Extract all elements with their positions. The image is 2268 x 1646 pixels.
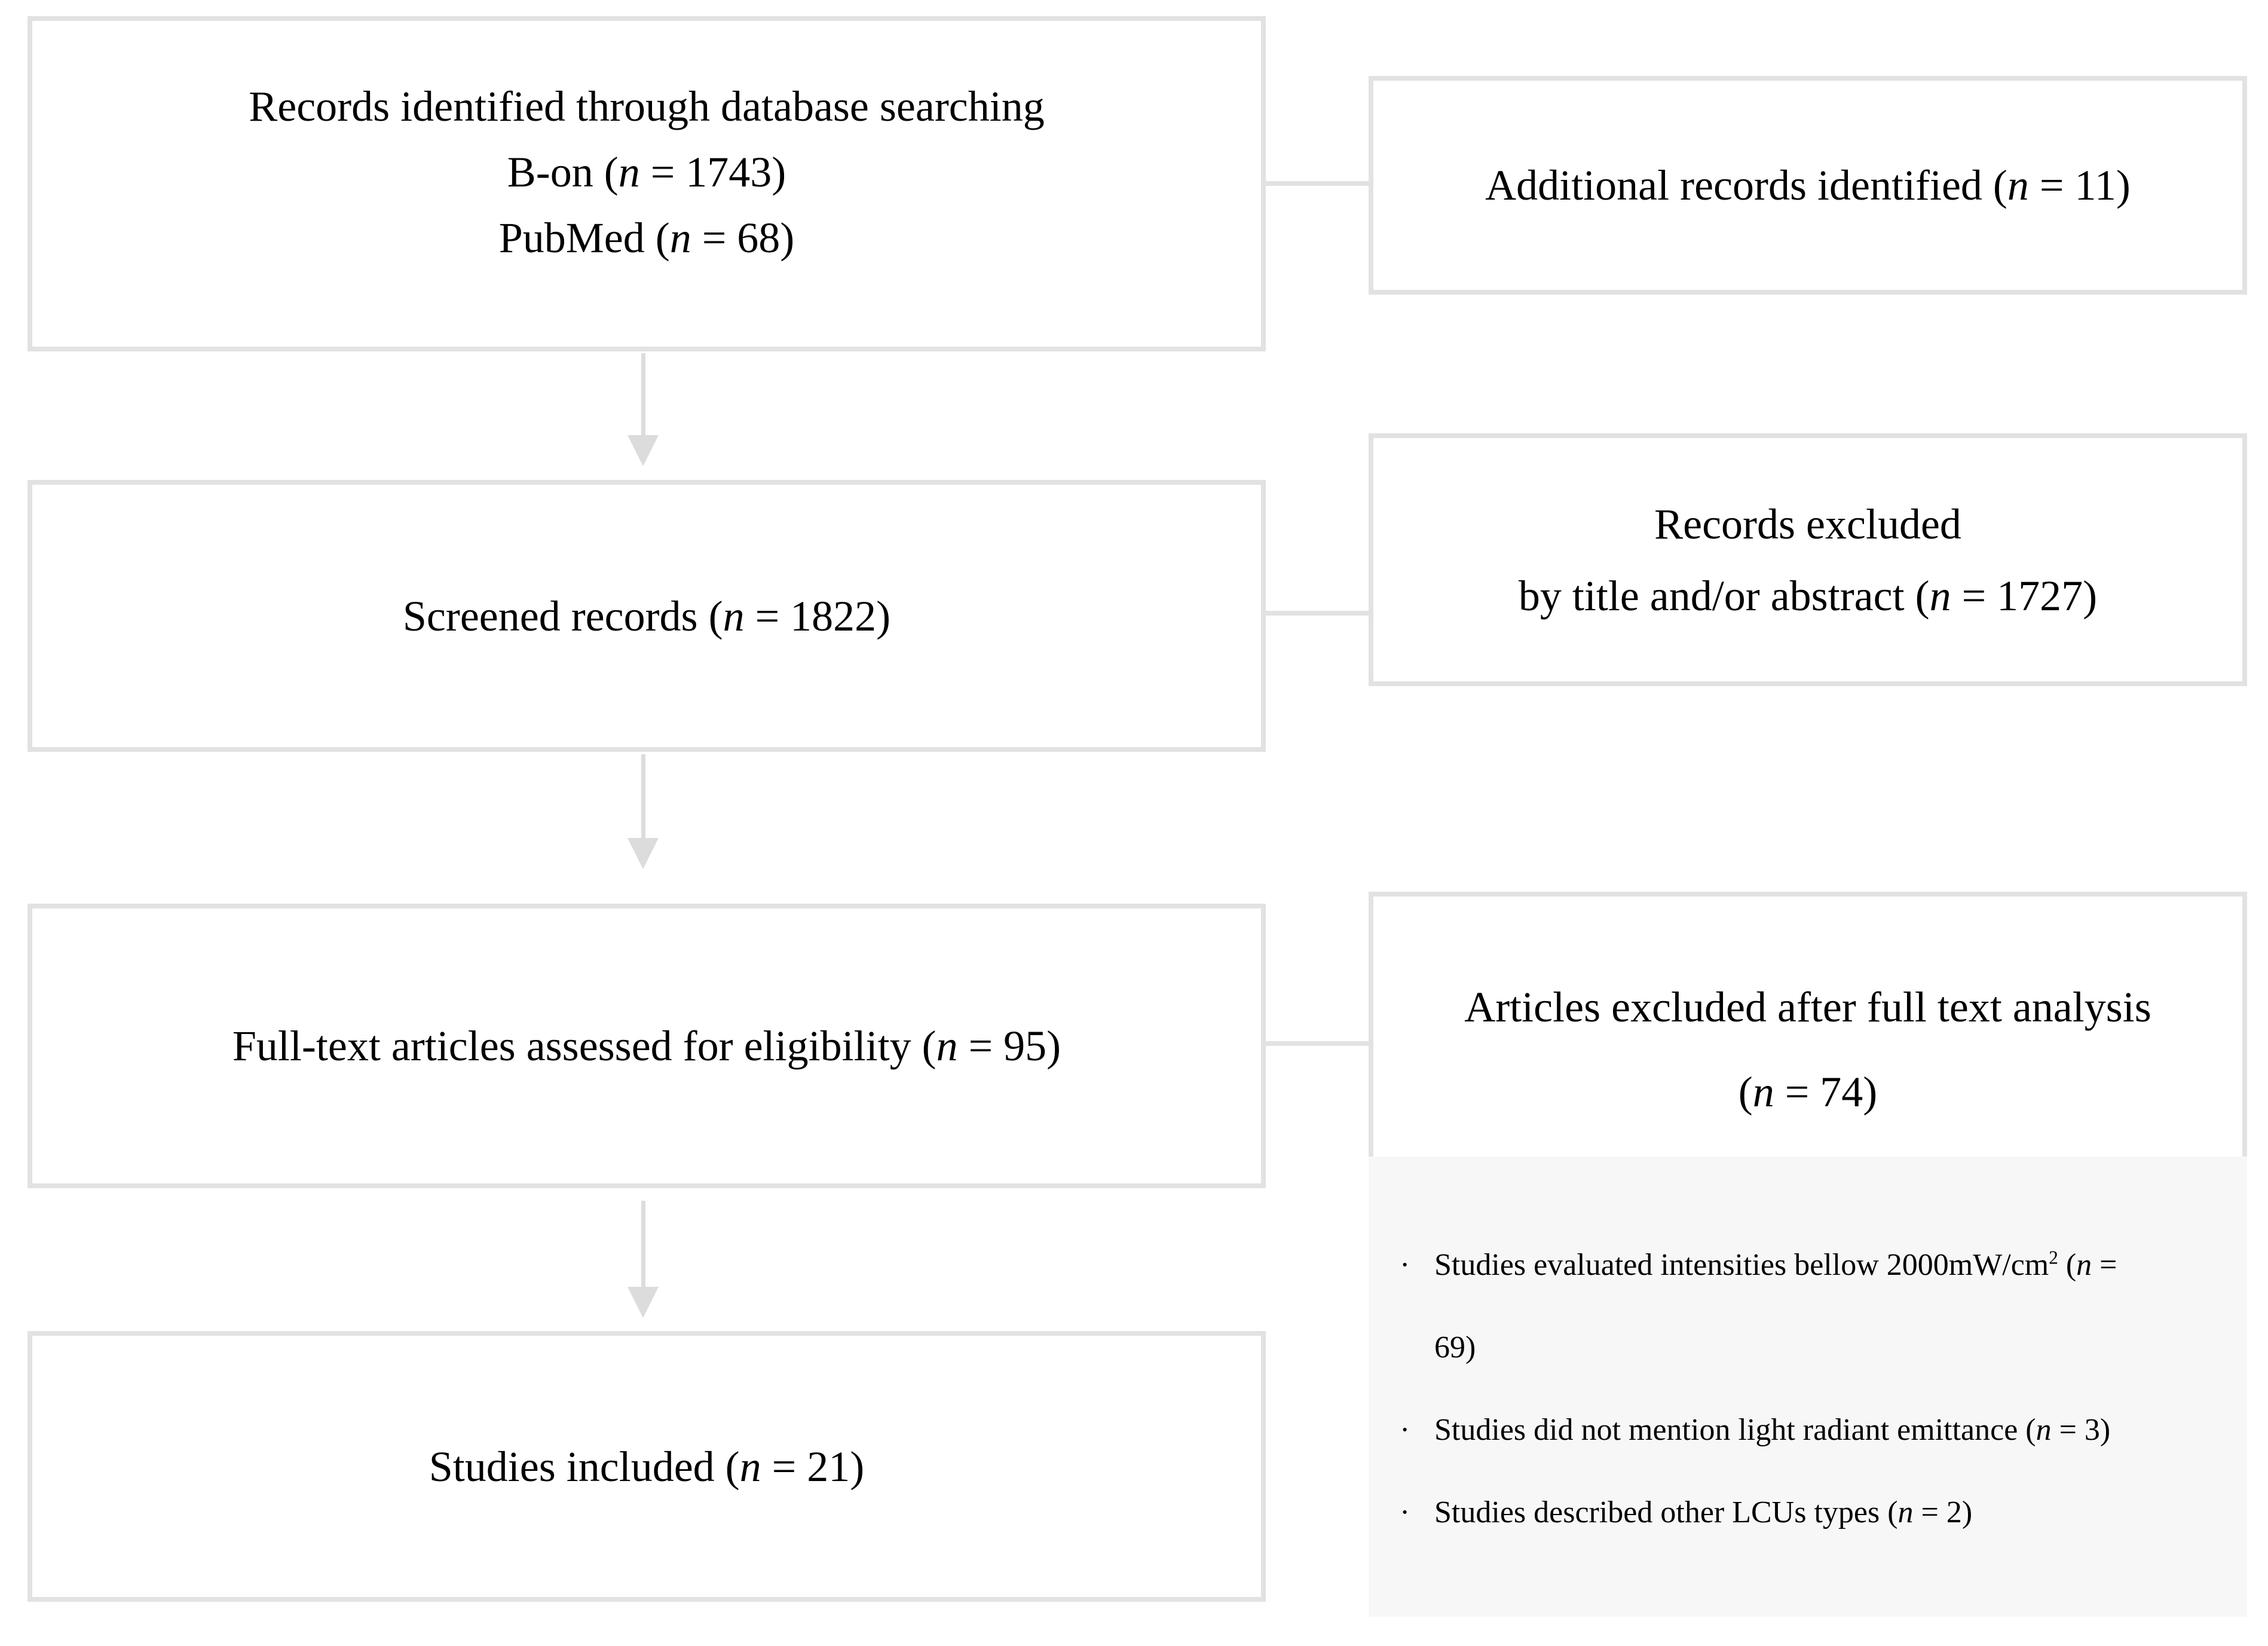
studies-included-label: Studies included (n = 21) — [429, 1433, 865, 1500]
seg-post: = 1727) — [1951, 571, 2098, 620]
arrow-down-icon — [628, 435, 659, 466]
box-fulltext-excluded: Articles excluded after full text analys… — [1369, 892, 2247, 1157]
seg-n-italic: n — [2036, 1413, 2052, 1447]
connector-screening-to-excluded — [1261, 611, 1369, 616]
seg-n-italic: n — [936, 1022, 958, 1070]
seg-post: = 2) — [1913, 1495, 1973, 1529]
records-identified-pubmed: PubMed (n = 68) — [499, 205, 795, 271]
seg-post: = 68) — [691, 214, 795, 262]
seg-pre: Additional records identified ( — [1485, 161, 2007, 209]
box-fulltext-assessed: Full-text articles assessed for eligibil… — [27, 904, 1266, 1188]
seg-n-italic: n — [2007, 161, 2029, 209]
seg-post: = — [2092, 1248, 2117, 1282]
box-screened-records: Screened records (n = 1822) — [27, 480, 1266, 752]
panel-exclusion-reasons: · Studies evaluated intensities bellow 2… — [1369, 1157, 2247, 1617]
seg-n-italic: n — [723, 592, 745, 640]
seg-pre: Studies described other LCUs types ( — [1434, 1495, 1898, 1529]
bullet-icon: · — [1400, 1413, 1410, 1447]
reason-intensities-line2: 69) — [1434, 1330, 1476, 1364]
bullet-icon: · — [1400, 1248, 1410, 1282]
seg-post: = 95) — [957, 1022, 1061, 1070]
seg-pre: B-on ( — [507, 148, 619, 196]
seg-mid: ( — [2058, 1248, 2077, 1282]
connector-eligibility-to-excluded — [1261, 1041, 1369, 1046]
seg-n-italic: n — [669, 214, 691, 262]
list-item: · Studies did not mention light radiant … — [1400, 1389, 2247, 1471]
seg-n-italic: n — [1752, 1068, 1774, 1116]
seg-n-italic: n — [618, 148, 640, 196]
seg-n-italic: n — [1897, 1495, 1914, 1529]
screened-records-label: Screened records (n = 1822) — [403, 583, 890, 650]
seg-n-italic: n — [1929, 571, 1951, 620]
box-records-excluded: Records excluded by title and/or abstrac… — [1369, 433, 2247, 686]
arrow-down-icon — [628, 1287, 659, 1318]
records-identified-title: Records identified through database sear… — [249, 82, 1045, 130]
seg-post: = 21) — [761, 1442, 865, 1491]
seg-post: = 1822) — [744, 592, 891, 640]
fulltext-excluded-line1: Articles excluded after full text analys… — [1464, 983, 2151, 1031]
reason-lcu-types: Studies described other LCUs types (n = … — [1434, 1471, 2247, 1554]
arrow-down-stem — [641, 353, 645, 435]
list-item: · Studies evaluated intensities bellow 2… — [1400, 1224, 2247, 1389]
seg-pre: Studies did not mention light radiant em… — [1434, 1413, 2036, 1447]
list-item: · Studies described other LCUs types (n … — [1400, 1471, 2247, 1554]
arrow-down-stem — [641, 1201, 645, 1287]
arrow-down-stem — [641, 754, 645, 838]
seg-pre: Studies included ( — [428, 1442, 740, 1491]
seg-post: = 3) — [2051, 1413, 2111, 1447]
box-additional-records: Additional records identified (n = 11) — [1369, 76, 2247, 295]
seg-pre: PubMed ( — [498, 214, 670, 262]
reason-intensities: Studies evaluated intensities bellow 200… — [1434, 1224, 2247, 1389]
fulltext-excluded-line2: (n = 74) — [1739, 1050, 1878, 1134]
records-excluded-line2: by title and/or abstract (n = 1727) — [1519, 560, 2097, 632]
connector-identification-to-additional — [1261, 181, 1369, 186]
bullet-icon: · — [1400, 1495, 1410, 1529]
reason-intensities-line1: Studies evaluated intensities bellow 200… — [1434, 1224, 2247, 1307]
seg-post: = 74) — [1774, 1068, 1878, 1116]
seg-n-italic: n — [2076, 1248, 2092, 1282]
records-excluded-line1: Records excluded — [1654, 500, 1961, 548]
seg-n-italic: n — [739, 1442, 761, 1491]
seg-pre: Screened records ( — [402, 592, 723, 640]
reason-emittance: Studies did not mention light radiant em… — [1434, 1389, 2247, 1471]
records-identified-bon: B-on (n = 1743) — [507, 139, 786, 205]
seg-superscript: 2 — [2049, 1247, 2058, 1268]
seg-pre: ( — [1738, 1068, 1753, 1116]
additional-records-label: Additional records identified (n = 11) — [1485, 152, 2131, 219]
box-studies-included: Studies included (n = 21) — [27, 1331, 1266, 1602]
seg-post: = 1743) — [639, 148, 786, 196]
arrow-down-icon — [628, 838, 659, 869]
box-records-identified: Records identified through database sear… — [27, 16, 1266, 351]
seg-pre: Full-text articles assessed for eligibil… — [232, 1022, 936, 1070]
seg-pre: Studies evaluated intensities bellow 200… — [1434, 1248, 2049, 1282]
fulltext-assessed-label: Full-text articles assessed for eligibil… — [232, 1012, 1061, 1079]
seg-pre: by title and/or abstract ( — [1518, 571, 1930, 620]
seg-post: = 11) — [2028, 161, 2131, 209]
